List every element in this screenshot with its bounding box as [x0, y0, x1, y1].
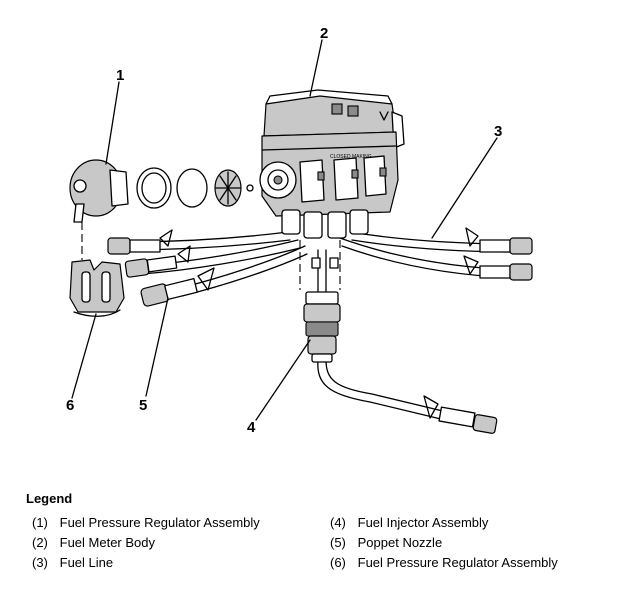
callout-1: 1 [116, 67, 124, 84]
callout-6: 6 [66, 397, 74, 414]
legend: Legend (1) Fuel Pressure Regulator Assem… [26, 489, 626, 573]
legend-item-3: (3) Fuel Line [32, 553, 330, 573]
legend-title: Legend [26, 491, 73, 506]
legend-item-6: (6) Fuel Pressure Regulator Assembly [330, 553, 558, 573]
legend-label: Fuel Injector Assembly [357, 515, 489, 530]
legend-number: (6) [330, 555, 346, 570]
fuel-system-diagram: CLOSED MAKING [66, 25, 533, 436]
legend-label: Fuel Line [59, 555, 114, 570]
legend-label: Fuel Meter Body [59, 535, 155, 550]
callout-4: 4 [247, 419, 256, 436]
legend-number: (1) [32, 515, 48, 530]
fuel-pressure-regulator [69, 159, 254, 260]
legend-column-left: (1) Fuel Pressure Regulator Assembly (2)… [26, 513, 330, 573]
callout-3: 3 [494, 123, 502, 140]
legend-number: (3) [32, 555, 48, 570]
legend-number: (4) [330, 515, 346, 530]
legend-item-4: (4) Fuel Injector Assembly [330, 513, 558, 533]
regulator-bracket [69, 259, 125, 317]
leader-lines [71, 39, 498, 421]
legend-label: Poppet Nozzle [357, 535, 443, 550]
legend-label: Fuel Pressure Regulator Assembly [357, 555, 558, 570]
legend-item-1: (1) Fuel Pressure Regulator Assembly [32, 513, 330, 533]
injector-screws [299, 240, 341, 290]
legend-item-2: (2) Fuel Meter Body [32, 533, 330, 553]
fuel-injector-assembly [303, 291, 341, 363]
callout-5: 5 [139, 397, 147, 414]
svg-text:CLOSED MAKING: CLOSED MAKING [330, 154, 372, 160]
legend-columns: (1) Fuel Pressure Regulator Assembly (2)… [26, 513, 626, 573]
legend-number: (5) [330, 535, 346, 550]
legend-number: (2) [32, 535, 48, 550]
legend-column-right: (4) Fuel Injector Assembly (5) Poppet No… [330, 513, 558, 573]
callout-2: 2 [320, 25, 328, 42]
legend-label: Fuel Pressure Regulator Assembly [59, 515, 260, 530]
line-fittings [107, 227, 533, 434]
fuel-meter-body: CLOSED MAKING [259, 89, 405, 239]
legend-item-5: (5) Poppet Nozzle [330, 533, 558, 553]
